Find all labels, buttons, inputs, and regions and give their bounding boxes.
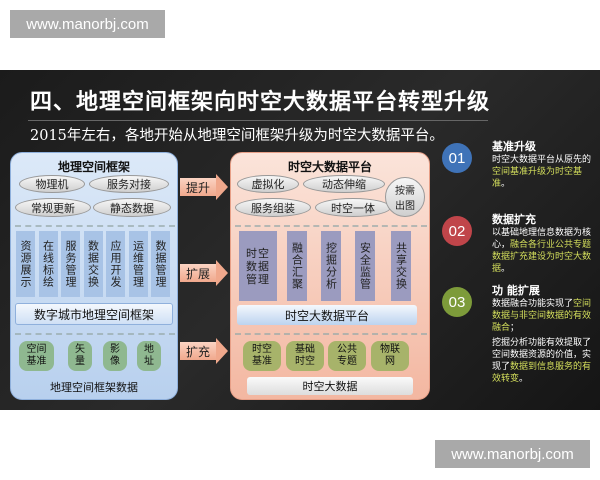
- watermark-bottom: www.manorbj.com: [435, 440, 590, 468]
- arrow-expand: 扩展: [180, 260, 228, 286]
- step-text: 数据融合功能实现了空间数据与非空间数据的有效融合；: [492, 299, 592, 333]
- slide-subtitle: 2015年左右，各地开始从地理空间框架升级为时空大数据平台。: [30, 128, 444, 144]
- function-column: 服务管理: [61, 231, 80, 297]
- slide: 四、地理空间框架向时空大数据平台转型升级 2015年左右，各地开始从地理空间框架…: [0, 70, 600, 410]
- data-item: 地址: [137, 341, 161, 371]
- step-number-badge: 03: [442, 287, 472, 317]
- data-item: 物联网: [371, 341, 409, 371]
- step-description: 功 能扩展数据融合功能实现了空间数据与非空间数据的有效融合； 挖掘分析功能有效提取…: [492, 285, 596, 388]
- pill: 服务对接: [89, 175, 169, 193]
- pill: 静态数据: [93, 198, 171, 217]
- step-text: 挖掘分析功能有效提取了空间数据资源的价值，实现了数据到信息服务的有效转变。: [492, 338, 592, 384]
- function-column: 应用开发: [106, 231, 125, 297]
- step-title: 数据扩充: [492, 213, 536, 226]
- panel-title: 地理空间框架: [57, 160, 130, 174]
- function-column: 资源展示: [16, 231, 35, 297]
- function-column: 数据交换: [83, 231, 103, 297]
- data-item: 空间基准: [19, 341, 54, 371]
- data-item: 时空基准: [243, 341, 281, 371]
- pill: 动态伸缩: [303, 175, 385, 193]
- function-column: 数据管理: [151, 231, 170, 297]
- data-item: 基础时空: [286, 341, 324, 371]
- digital-city-bar: 数字城市地理空间框架: [15, 303, 173, 325]
- pill: 常规更新: [15, 198, 91, 217]
- step-number-badge: 02: [442, 216, 472, 246]
- arrow-upgrade: 提升: [180, 174, 228, 200]
- spatiotemporal-platform-panel: 时空大数据平台 虚拟化 动态伸缩 服务组装 时空一体 按需出图 时空数据管理融合…: [230, 152, 430, 400]
- pill: 时空一体: [315, 198, 391, 217]
- function-column: 安全监管: [355, 231, 375, 301]
- watermark-top: www.manorbj.com: [10, 10, 165, 38]
- data-item: 矢量: [68, 341, 92, 371]
- function-column: 共享交换: [391, 231, 411, 301]
- platform-bar: 时空大数据平台: [237, 305, 417, 325]
- step-description: 基准升级时空大数据平台从原先的空间基准升级为时空基准。: [492, 141, 596, 193]
- step-text: 时空大数据平台从原先的空间基准升级为时空基准。: [492, 155, 592, 189]
- function-column: 融合汇聚: [287, 231, 307, 301]
- step-description: 数据扩充以基础地理信息数据为核心，融合各行业公共专题数据扩充建设为时空大数据。: [492, 214, 596, 278]
- step-title: 功 能扩展: [492, 284, 540, 297]
- platform-footer: 时空大数据: [247, 377, 413, 395]
- panel-footer: 地理空间框架数据: [50, 381, 138, 394]
- step-text: 以基础地理信息数据为核心，融合各行业公共专题数据扩充建设为时空大数据。: [492, 228, 592, 274]
- pill: 物理机: [19, 175, 85, 193]
- slide-title: 四、地理空间框架向时空大数据平台转型升级: [30, 90, 491, 115]
- data-item: 影像: [103, 341, 127, 371]
- function-column: 运维管理: [128, 231, 148, 297]
- pill: 服务组装: [235, 198, 311, 217]
- function-column: 在线标绘: [38, 231, 58, 297]
- panel-title: 时空大数据平台: [287, 160, 372, 174]
- pill: 虚拟化: [237, 175, 299, 193]
- step-title: 基准升级: [492, 140, 536, 153]
- arrow-extend: 扩充: [180, 338, 228, 364]
- title-divider: [28, 120, 488, 121]
- data-item: 公共专题: [328, 341, 366, 371]
- function-column: 时空数据管理: [239, 231, 277, 301]
- geo-framework-panel: 地理空间框架 物理机 服务对接 常规更新 静态数据 资源展示在线标绘服务管理数据…: [10, 152, 178, 400]
- step-number-badge: 01: [442, 143, 472, 173]
- function-column: 挖掘分析: [321, 231, 341, 301]
- pill: 按需出图: [385, 177, 425, 217]
